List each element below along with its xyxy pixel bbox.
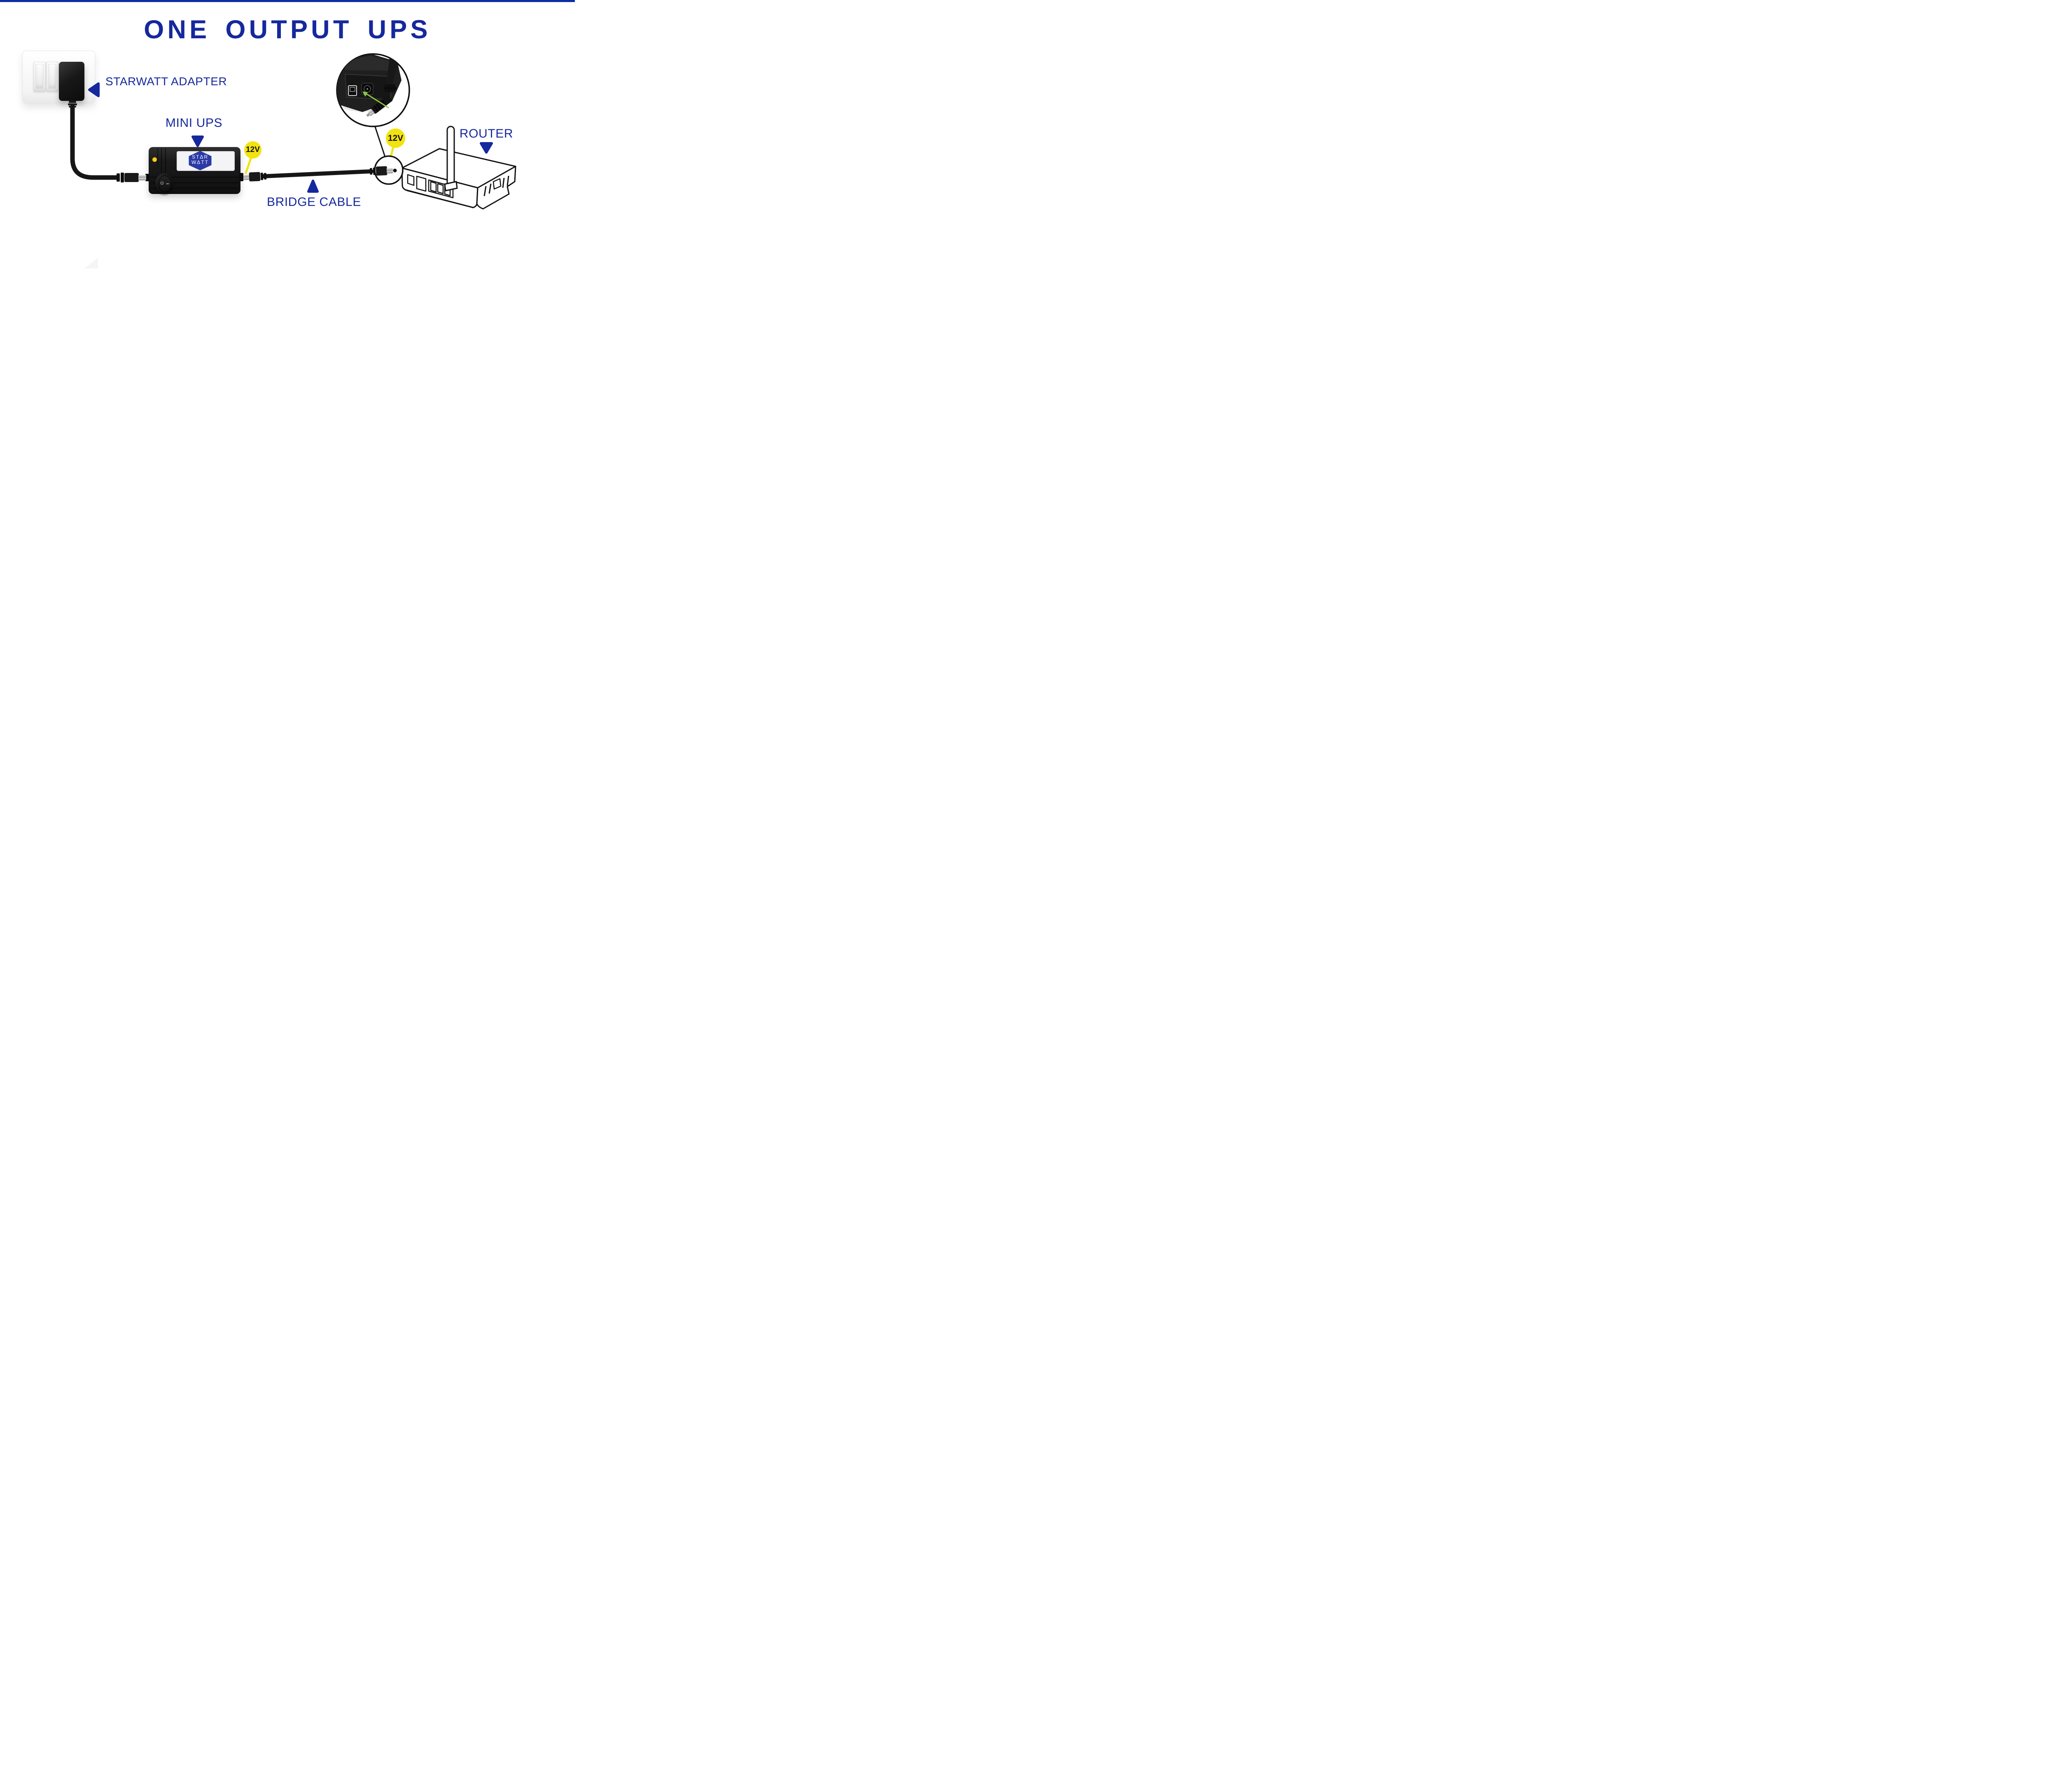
ups-output-port xyxy=(239,173,243,181)
power-adapter xyxy=(59,62,84,101)
dc-plug-tip xyxy=(386,168,393,174)
watermark-shape xyxy=(84,258,98,269)
socket-switch-rocker xyxy=(35,64,44,89)
ups-groove xyxy=(150,182,239,183)
router-vent xyxy=(502,175,509,188)
page-title: ONE OUTPUT UPS xyxy=(144,15,431,44)
ups-groove xyxy=(157,148,158,166)
top-accent-bar xyxy=(0,0,575,2)
router-side-face xyxy=(476,166,516,210)
ups-logo-hexagon: STΔR WΔTT xyxy=(188,151,212,171)
ups-input-port xyxy=(145,174,149,181)
adapter-cable xyxy=(70,104,146,182)
voltage-badge-ups-output: 12V xyxy=(244,141,261,159)
router-vent xyxy=(483,183,492,196)
socket-switch-rocker xyxy=(48,64,56,89)
ups-groove xyxy=(150,188,239,189)
adapter-strain-relief xyxy=(69,106,76,107)
ups-power-switch: O – xyxy=(155,173,173,194)
bubble-green-arrow-icon xyxy=(366,93,389,109)
badge-leader-line-ups xyxy=(245,156,252,174)
router-dc-jack-dot xyxy=(393,168,397,173)
bubble-content xyxy=(337,54,402,117)
switch-off-symbol: O xyxy=(160,181,164,186)
router-lan-port-frame xyxy=(428,179,454,199)
bridge-cable xyxy=(243,166,397,182)
router-side-port xyxy=(493,178,502,190)
adapter-strain-relief xyxy=(68,103,77,105)
router-lan-port xyxy=(430,181,437,193)
mini-ups-device: STΔR WΔTT O – xyxy=(149,147,240,194)
ups-power-led xyxy=(152,157,157,162)
label-starwatt-adapter: STARWATT ADAPTER xyxy=(105,75,227,88)
bubble-usb-port xyxy=(348,85,357,96)
socket-switch-left xyxy=(33,62,46,92)
router-arrow-icon xyxy=(480,142,493,154)
ups-groove xyxy=(165,148,166,180)
adapter-strain-relief xyxy=(69,101,76,103)
bridge-cable-right-plug xyxy=(369,166,393,176)
ups-groove xyxy=(150,177,239,178)
diagram-canvas: ONE OUTPUT UPS STARWATT ADAPTER MINI UPS… xyxy=(0,0,575,358)
label-bridge-cable: BRIDGE CABLE xyxy=(267,195,361,209)
router-back-face xyxy=(401,167,479,208)
ups-logo-line2: WΔTT xyxy=(191,159,209,165)
router-lan-port xyxy=(444,185,451,196)
ups-groove xyxy=(161,148,162,173)
socket-switch-right xyxy=(46,62,58,92)
bubble-border xyxy=(336,53,410,127)
bubble-router-back xyxy=(337,54,402,112)
label-router: ROUTER xyxy=(459,127,514,140)
router-port-medium xyxy=(416,175,427,192)
bubble-dc-jack xyxy=(361,83,374,95)
badge-leader-line-router xyxy=(388,146,395,164)
voltage-badge-router-input: 12V xyxy=(386,129,405,148)
connection-highlight-circle xyxy=(374,155,404,185)
mini-ups-arrow-icon xyxy=(191,136,204,147)
ups-logo-text: STΔR WΔTT xyxy=(188,154,212,165)
hexagon-shape xyxy=(189,151,212,171)
bridge-cable-arrow-icon xyxy=(307,180,319,193)
router-top-face xyxy=(401,148,516,189)
label-mini-ups: MINI UPS xyxy=(165,116,223,130)
router-lan-port xyxy=(437,183,444,194)
bubble-antenna xyxy=(386,54,400,86)
router-antenna-mount xyxy=(444,181,458,192)
switch-on-symbol: – xyxy=(166,180,169,187)
magnifier-bubble xyxy=(336,53,410,127)
ups-logo-line1: STΔR xyxy=(191,154,208,160)
bubble-tail-line xyxy=(374,125,390,168)
router-port-small xyxy=(407,174,415,186)
bridge-cable-left-plug xyxy=(243,172,267,182)
bubble-dc-plug xyxy=(366,95,392,117)
ups-power-switch-rocker: O – xyxy=(158,175,171,192)
